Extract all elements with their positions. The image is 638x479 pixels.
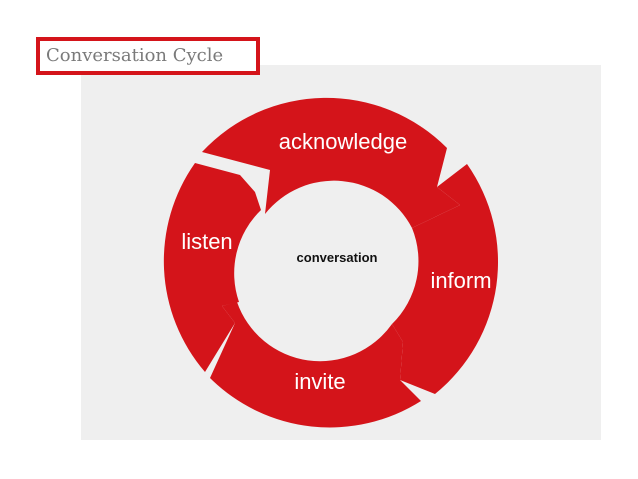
ring-segment-inform (392, 164, 499, 394)
center-label: conversation (297, 250, 378, 265)
stage-label-acknowledge: acknowledge (279, 129, 407, 154)
stage-label-listen: listen (181, 229, 232, 254)
ring-segment-listen (163, 163, 261, 372)
slide-title: Conversation Cycle (46, 45, 224, 66)
stage-label-invite: invite (294, 369, 345, 394)
stage-label-inform: inform (430, 268, 491, 293)
slide-title-box: Conversation Cycle (36, 37, 260, 75)
ring-segment-acknowledge (202, 97, 460, 229)
ring-segment-invite (210, 302, 421, 428)
